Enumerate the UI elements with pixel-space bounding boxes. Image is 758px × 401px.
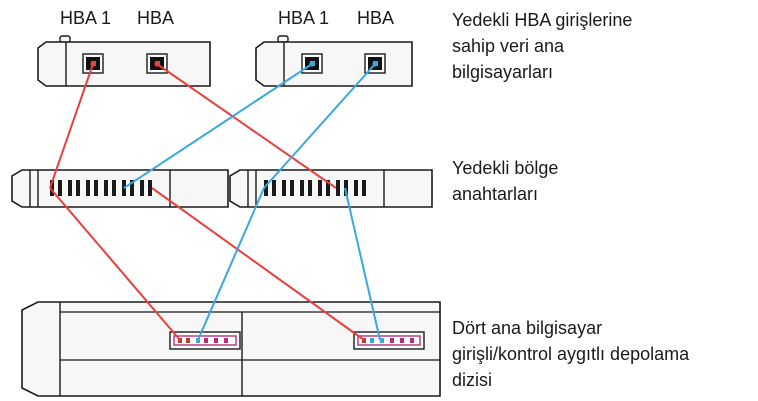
controller-b-ports — [353, 331, 425, 350]
hosts-description-line-3: bilgisayarları — [452, 62, 553, 82]
switch-1-ports — [50, 180, 152, 196]
switch-1-body — [11, 169, 229, 208]
controller-a-ports — [169, 331, 241, 350]
red-cable-switch1-to-controller-b — [151, 187, 365, 341]
storage-description-line-3: dizisi — [452, 370, 492, 390]
switches-description-line-1: Yedekli bölge — [452, 158, 558, 178]
host-2-body — [255, 41, 413, 87]
switch-1 — [11, 169, 229, 208]
host-2-hook — [277, 35, 289, 43]
red-cables — [49, 63, 365, 341]
host-2-hba-2-label: HBA — [357, 8, 394, 28]
blue-cables — [123, 63, 381, 341]
switch-2 — [229, 169, 433, 208]
red-cable-host1-hba2-to-switch2 — [156, 63, 337, 189]
red-cable-switch1-to-controller-a — [49, 187, 181, 341]
storage-description: Dört ana bilgisayar girişli/kontrol aygı… — [452, 318, 690, 390]
switches-description-line-2: anahtarları — [452, 184, 538, 204]
host-1 — [37, 35, 211, 87]
storage-array — [21, 301, 441, 397]
switch-2-ports — [264, 180, 366, 196]
red-cable-host1-hba1-to-switch1 — [49, 63, 94, 189]
host-1-hook — [59, 35, 71, 43]
hosts-description: Yedekli HBA girişlerine sahip veri ana b… — [452, 10, 632, 82]
switch-2-body — [229, 169, 433, 208]
switches-description: Yedekli bölge anahtarları — [452, 158, 558, 204]
storage-description-line-1: Dört ana bilgisayar — [452, 318, 602, 338]
host-1-hba-1-label: HBA 1 — [60, 8, 111, 28]
blue-cable-host2-hba1-to-switch1 — [123, 63, 313, 189]
blue-cable-switch2-to-controller-a — [197, 187, 265, 341]
hosts-description-line-1: Yedekli HBA girişlerine — [452, 10, 632, 30]
blue-cable-host2-hba2-to-switch2 — [263, 63, 376, 189]
cable-endpoints — [90, 61, 378, 67]
blue-cable-switch2-to-controller-b — [344, 187, 381, 341]
host-2-hba-1-label: HBA 1 — [278, 8, 329, 28]
storage-description-line-2: girişli/kontrol aygıtlı depolama — [452, 344, 690, 364]
host-2 — [255, 35, 413, 87]
host-1-hba-2-label: HBA — [137, 8, 174, 28]
hosts-description-line-2: sahip veri ana — [452, 36, 565, 56]
host-1-body — [37, 41, 211, 87]
